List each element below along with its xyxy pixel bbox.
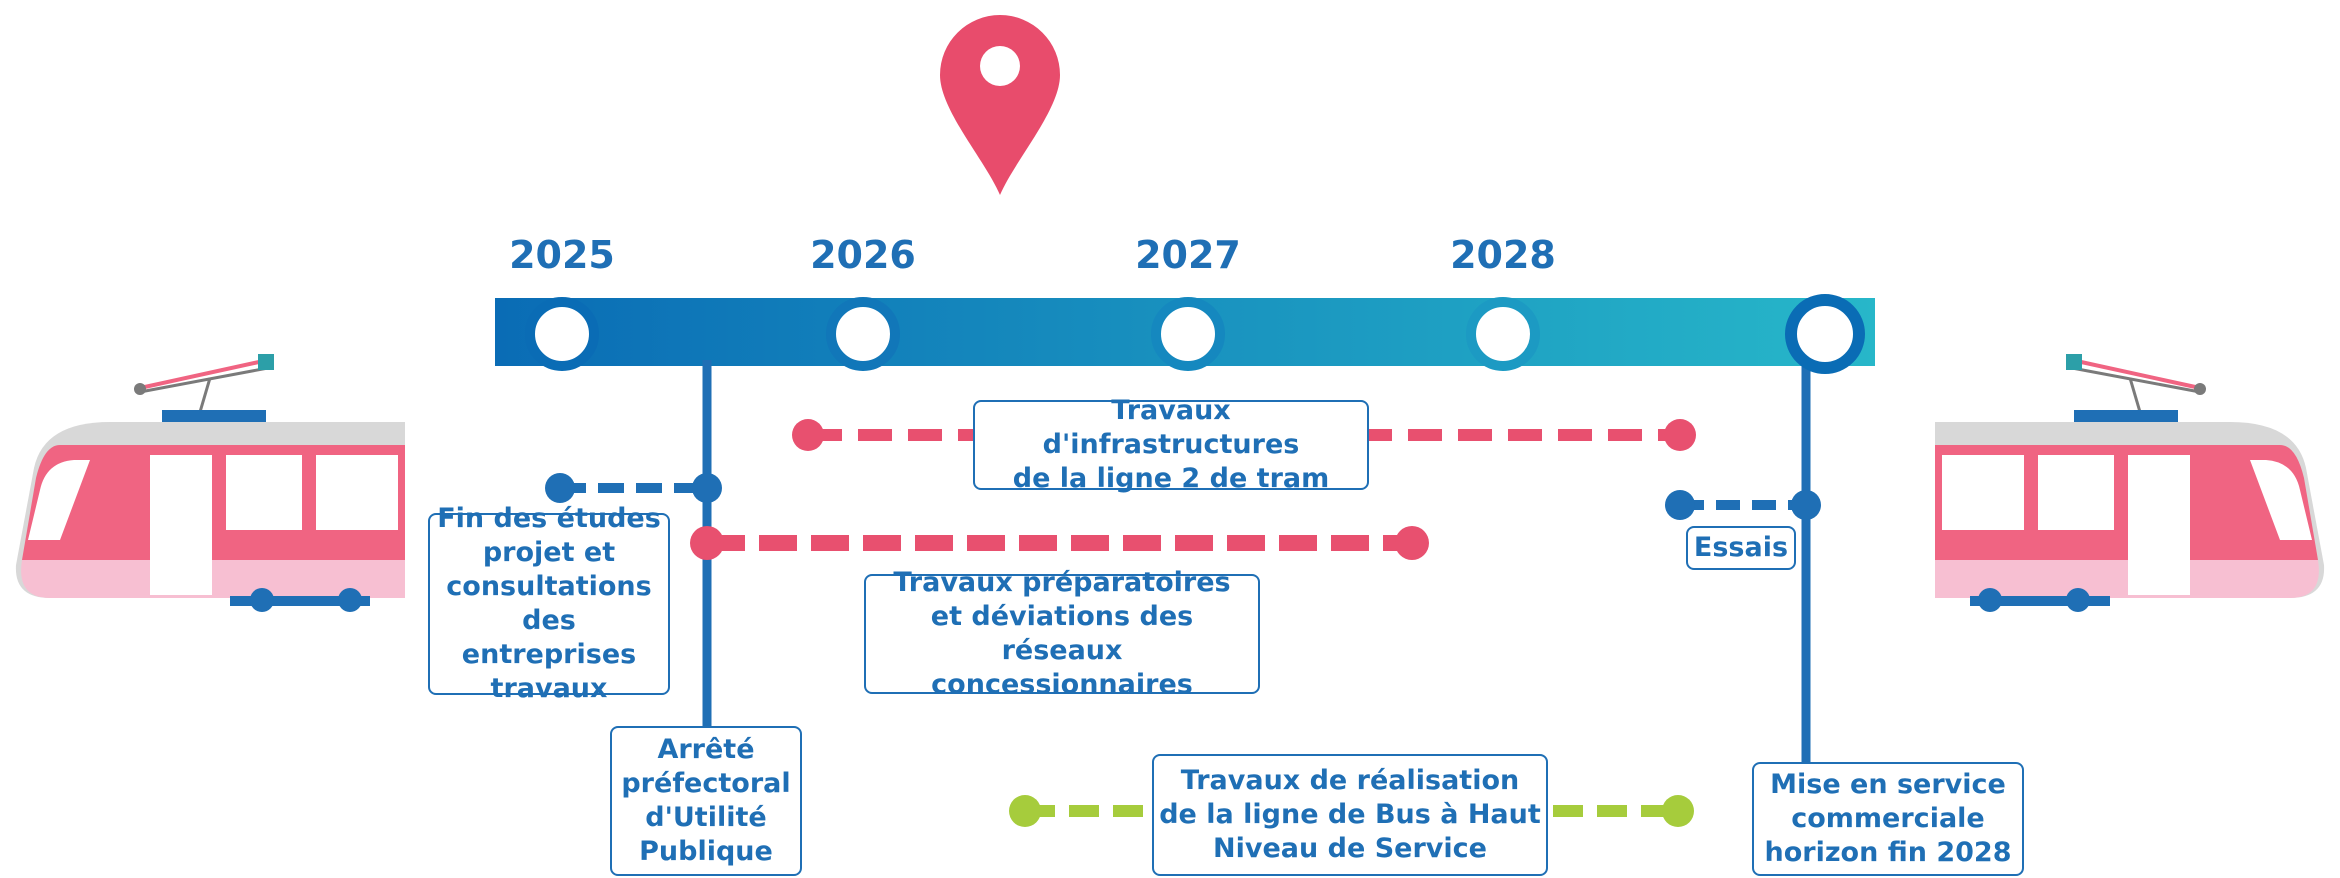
year-marker-2027 <box>1151 297 1225 371</box>
label-travaux-infrastructure: Travaux d'infrastructures de la ligne 2 … <box>973 395 1369 494</box>
tram-icon <box>15 354 405 612</box>
label-fin-etudes: Fin des études projet et consultations d… <box>428 503 670 704</box>
year-label-2025: 2025 <box>509 233 615 277</box>
label-arrete-prefectoral: Arrêté préfectoral d'Utilité Publique <box>610 726 802 876</box>
year-marker-2028 <box>1466 297 1540 371</box>
year-label-2028: 2028 <box>1450 233 1556 277</box>
essais-period-line <box>1665 490 1821 520</box>
year-label-2026: 2026 <box>810 233 916 277</box>
infrastructure-period-line <box>792 419 1696 451</box>
label-travaux-bhns: Travaux de réalisation de la ligne de Bu… <box>1152 754 1548 876</box>
year-label-2027: 2027 <box>1135 233 1241 277</box>
label-travaux-preparatoires: Travaux préparatoires et déviations des … <box>864 567 1260 700</box>
label-mise-en-service: Mise en service commerciale horizon fin … <box>1752 762 2024 876</box>
label-essais: Essais <box>1686 526 1796 570</box>
year-marker-2025 <box>525 297 599 371</box>
year-marker-end <box>1785 294 1865 374</box>
location-pin-icon <box>940 15 1060 195</box>
year-marker-2026 <box>826 297 900 371</box>
tram-icon <box>1935 354 2325 612</box>
etudes-period-line <box>545 473 722 503</box>
preparatory-period-line <box>690 526 1429 560</box>
